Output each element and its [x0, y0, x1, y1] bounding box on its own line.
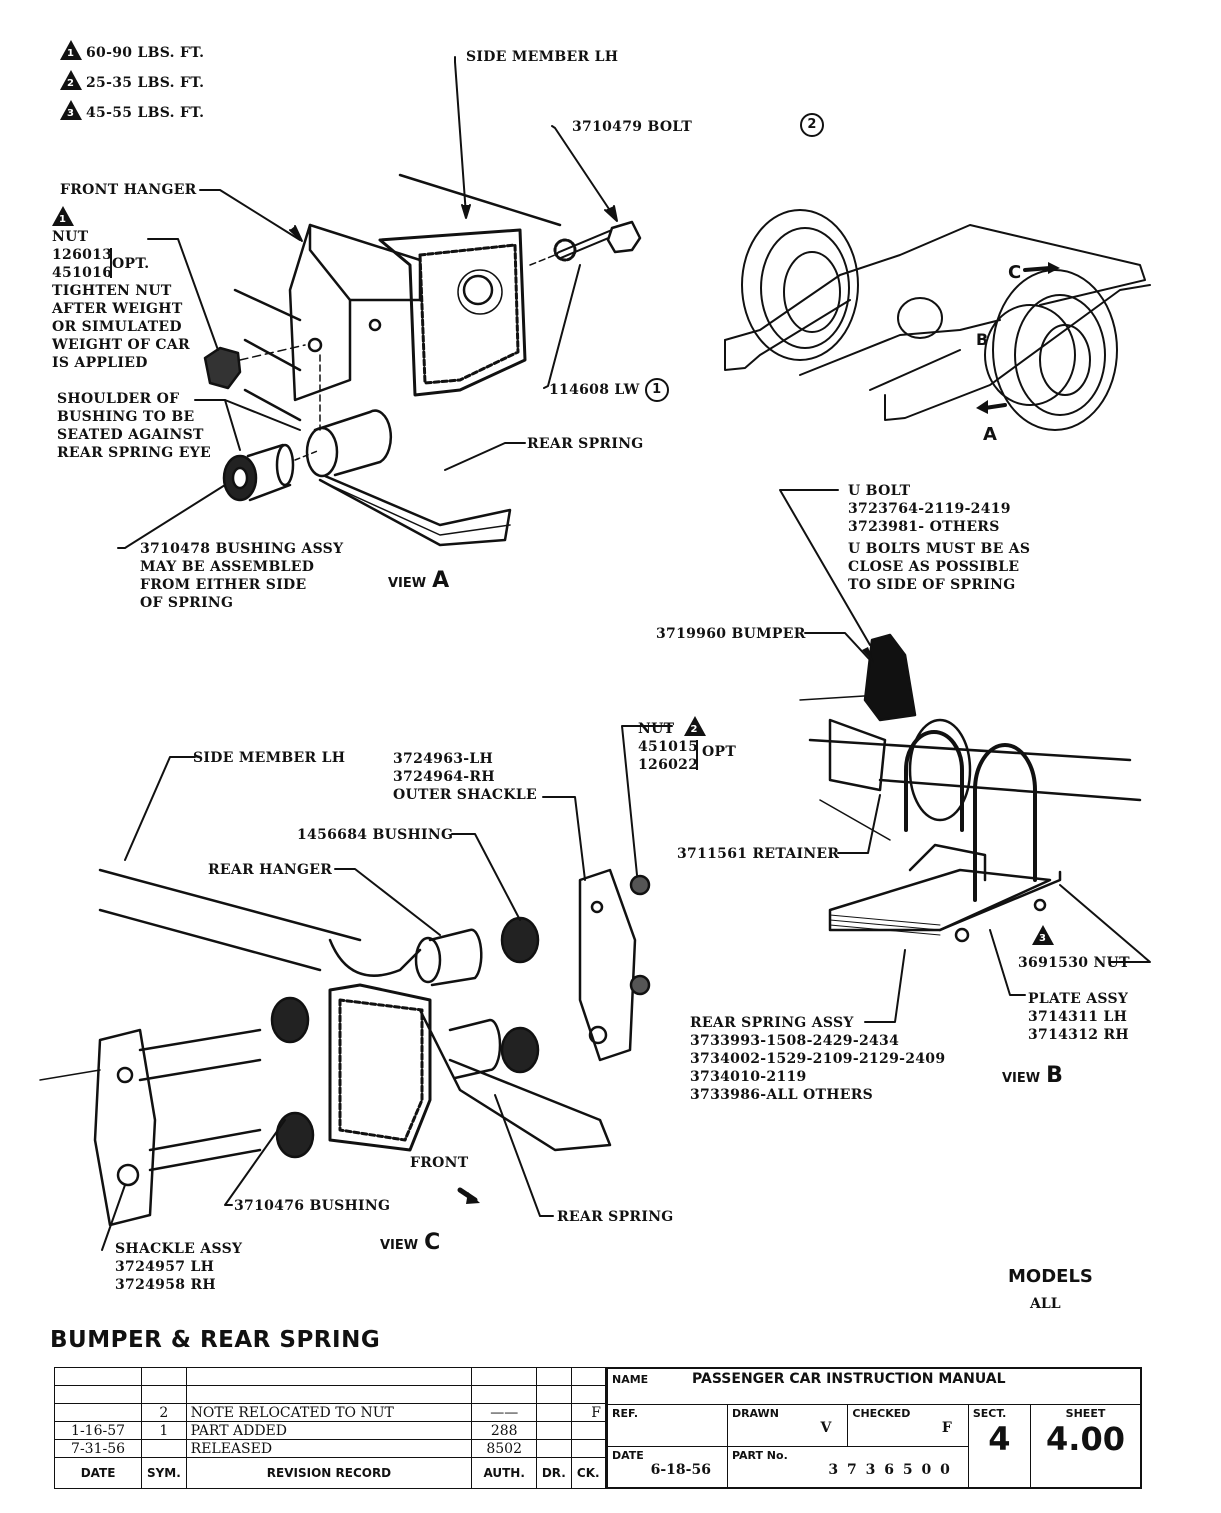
- label-lock-washer: 114608 LW 1: [549, 378, 669, 402]
- label-rear-spring-a: REAR SPRING: [527, 436, 644, 452]
- torque-triangle-icon: 3: [60, 100, 82, 120]
- nut-note-3: OR SIMULATED: [52, 319, 182, 335]
- reference-circle-icon: 2: [800, 113, 824, 137]
- label-bushing-upper: 1456684 BUSHING: [297, 827, 454, 843]
- title-block: NAME PASSENGER CAR INSTRUCTION MANUAL RE…: [606, 1367, 1142, 1489]
- label-bumper: 3719960 BUMPER: [656, 626, 806, 642]
- outer-shackle-callout: 3724963-LH 3724964-RH OUTER SHACKLE: [393, 751, 537, 803]
- nut-callout-a: 1 NUT 126013 451016 OPT. TIGHTEN NUT AFT…: [52, 206, 190, 372]
- nut-callout-c: NUT 2 451015 126022 OPT: [638, 716, 736, 774]
- rear-spring-assy-callout: REAR SPRING ASSY 3733993-1508-2429-2434 …: [690, 1015, 946, 1103]
- label-side-member-lh-c: SIDE MEMBER LH: [193, 750, 346, 766]
- table-row: [53, 1385, 607, 1404]
- label-front-hanger: FRONT HANGER: [60, 182, 197, 198]
- view-c-leaders: [101, 725, 673, 1251]
- nut-part-2: 451016: [52, 265, 113, 281]
- title-block-name: NAME PASSENGER CAR INSTRUCTION MANUAL: [606, 1367, 1142, 1405]
- table-row: [53, 1367, 607, 1386]
- nut-note-2: AFTER WEIGHT: [52, 301, 183, 317]
- nut-title: NUT: [638, 721, 675, 737]
- u-bolt-callout: U BOLT 3723764-2119-2419 3723981- OTHERS…: [848, 483, 1031, 593]
- table-header-row: DATE SYM. REVISION RECORD AUTH. DR. CK.: [53, 1457, 607, 1489]
- marker-c: C: [1008, 262, 1021, 283]
- torque-triangle-icon: 1: [60, 40, 82, 60]
- nut-note-4: WEIGHT OF CAR: [52, 337, 190, 353]
- label-bushing-lower: 3710476 BUSHING: [234, 1198, 391, 1214]
- view-c-drawing: [39, 868, 651, 1227]
- nut-opt: OPT.: [112, 256, 150, 272]
- bushing-assy-note: 3710478 BUSHING ASSY MAY BE ASSEMBLED FR…: [140, 541, 344, 611]
- sect-cell: SECT.4: [967, 1403, 1032, 1489]
- torque-triangle-icon: 2: [683, 716, 706, 736]
- label-retainer: 3711561 RETAINER: [677, 846, 840, 862]
- view-b-drawing: [799, 633, 1142, 943]
- view-b-leaders: [779, 489, 1151, 1023]
- torque-triangle-icon: 2: [60, 70, 82, 90]
- nut-title: NUT: [52, 229, 89, 245]
- label-bolt: 3710479 BOLT: [572, 119, 693, 135]
- models-value: ALL: [1030, 1296, 1061, 1312]
- chassis-view-markers: C B A: [976, 262, 1076, 445]
- manual-name: PASSENGER CAR INSTRUCTION MANUAL: [692, 1371, 1006, 1387]
- nut-part-1: 126013: [52, 247, 113, 263]
- marker-a: A: [983, 424, 997, 445]
- ref-cell: REF.: [606, 1403, 728, 1447]
- chassis-overview-drawing: [724, 209, 1151, 431]
- plate-assy-callout: PLATE ASSY 3714311 LH 3714312 RH: [1028, 991, 1129, 1043]
- nut-callout-b: 3: [1032, 925, 1058, 947]
- nut-note-5: IS APPLIED: [52, 355, 148, 371]
- label-rear-hanger: REAR HANGER: [208, 862, 333, 878]
- torque-triangle-icon: 3: [1032, 925, 1054, 945]
- overview-reference: 2: [800, 113, 824, 137]
- part-number-cell: PART No.3 7 3 6 5 0 0: [726, 1445, 969, 1489]
- label-rear-spring-c: REAR SPRING: [557, 1209, 674, 1225]
- view-a-drawing: [203, 173, 642, 547]
- nut-note-1: TIGHTEN NUT: [52, 283, 172, 299]
- reference-circle-icon: 1: [644, 378, 669, 402]
- sheet-title: BUMPER & REAR SPRING: [50, 1327, 381, 1353]
- torque-triangle-icon: 1: [52, 206, 74, 226]
- models-label: MODELS: [1008, 1266, 1093, 1287]
- shoulder-note: SHOULDER OF BUSHING TO BE SEATED AGAINST…: [57, 391, 211, 461]
- view-a-leaders: [117, 56, 618, 549]
- label-side-member-lh-a: SIDE MEMBER LH: [466, 49, 619, 65]
- shackle-assy-callout: SHACKLE ASSY 3724957 LH 3724958 RH: [115, 1241, 243, 1293]
- label-front: FRONT: [410, 1155, 469, 1171]
- label-nut-b: 3691530 NUT: [1018, 955, 1130, 971]
